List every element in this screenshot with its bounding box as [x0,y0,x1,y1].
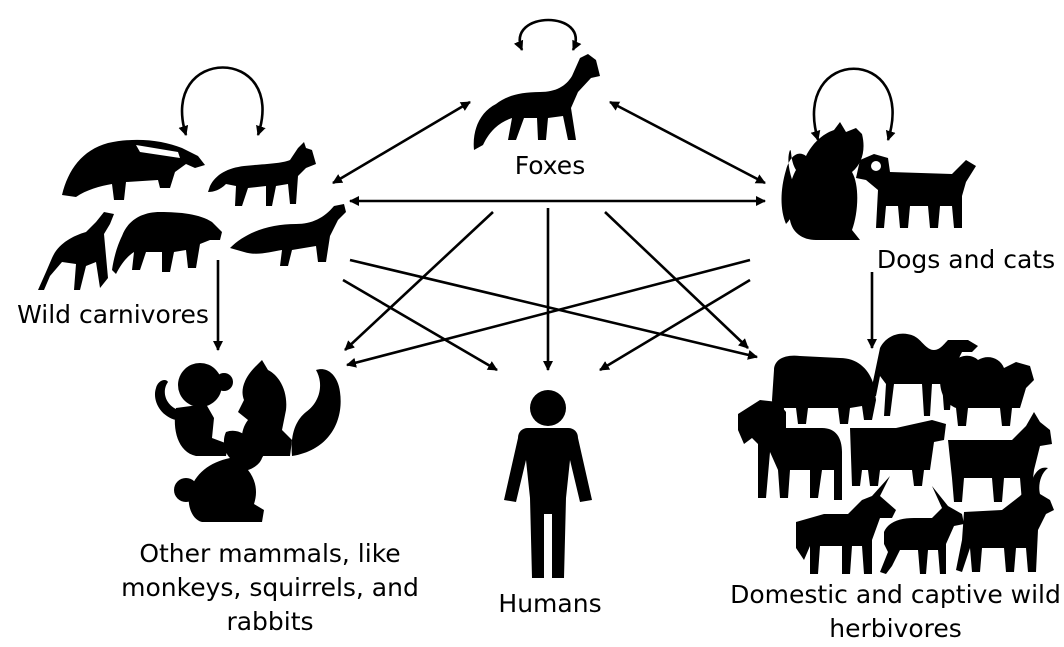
herbivores-label: Domestic and captive wild herbivores [728,578,1063,646]
other-mammals-label: Other mammals, like monkeys, squirrels, … [105,537,435,639]
hyena-icon [112,212,222,274]
human-icon [504,390,592,578]
foxes-dogs-cats-arrow [610,102,765,183]
other-mammals-label-line-2: monkeys, squirrels, and [105,571,435,605]
fox-icon [474,54,600,150]
cow-icon [850,420,946,486]
herbivores-label-line-1: Domestic and captive wild [728,578,1063,612]
cat-icon [782,122,864,240]
wild-carnivores-to-humans-arrow [343,280,497,370]
sheep-icon [939,356,1034,426]
monkey-icon [155,363,233,456]
wild-carnivores-self-loop-arrow [182,68,263,136]
foxes-self-loop-arrow [520,20,576,50]
foxes-wild-carnivores-arrow [333,102,470,183]
wild-carnivores-label: Wild carnivores [2,298,224,332]
herbivores-label-line-2: herbivores [728,612,1063,646]
badger-icon [62,140,205,200]
other-mammals-label-line-3: rabbits [105,605,435,639]
wolf-icon [208,142,316,206]
humans-label: Humans [470,587,630,621]
dog-icon [856,154,976,228]
pig-icon [772,356,876,424]
foxes-to-other-mammals-arrow [345,212,493,350]
antelope-icon [880,486,964,574]
dogs-and-cats-label: Dogs and cats [870,243,1062,277]
howling-wolf-icon [38,212,114,290]
foxes-label: Foxes [480,149,620,183]
ibex-icon [956,468,1054,572]
other-mammals-label-line-1: Other mammals, like [105,537,435,571]
weasel-icon [230,204,346,266]
horse-icon [738,400,842,500]
